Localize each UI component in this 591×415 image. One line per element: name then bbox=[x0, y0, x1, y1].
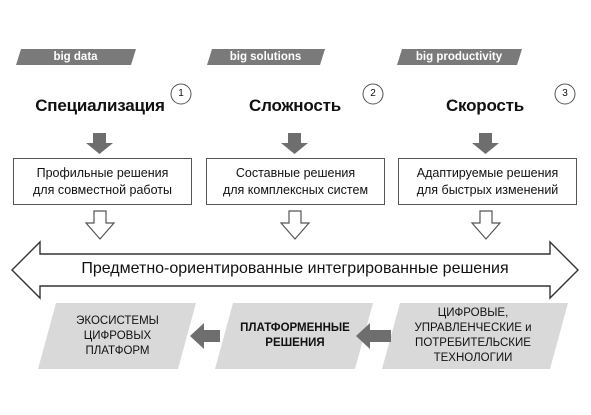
platform-solutions-label: ПЛАТФОРМЕННЫЕ РЕШЕНИЯ bbox=[225, 303, 365, 369]
tag-shape-big-data bbox=[16, 49, 136, 65]
number-circle-1 bbox=[170, 83, 192, 105]
number-circle-2 bbox=[362, 83, 384, 105]
down-arrow-outline-2 bbox=[279, 210, 311, 240]
banner-double-arrow bbox=[11, 240, 579, 300]
solution-box-1: Профильные решения для совместной работы bbox=[13, 158, 192, 205]
parallelogram-middle bbox=[215, 303, 373, 369]
ecosystems-label: ЭКОСИСТЕМЫ ЦИФРОВЫХ ПЛАТФОРМ bbox=[55, 303, 180, 369]
tag-label-big-data: big data bbox=[53, 51, 98, 63]
parallelogram-left bbox=[38, 303, 196, 369]
platform-solutions-line-2: РЕШЕНИЯ bbox=[265, 337, 325, 349]
left-arrow-1 bbox=[190, 323, 220, 349]
tag-shape-big-solutions bbox=[207, 49, 325, 65]
left-arrow-2 bbox=[356, 323, 391, 349]
number-circle-3 bbox=[554, 83, 576, 105]
down-arrow-outline-1 bbox=[84, 210, 116, 240]
technologies-line-1: ЦИФРОВЫЕ, bbox=[437, 307, 509, 319]
tag-label-big-solutions: big solutions bbox=[229, 51, 302, 63]
technologies-label: ЦИФРОВЫЕ, УПРАВЛЕНЧЕСКИЕ и ПОТРЕБИТЕЛЬСК… bbox=[398, 303, 548, 369]
solution-box-2-line-2: для комплексных систем bbox=[222, 182, 369, 197]
column-number-1: 1 bbox=[178, 88, 184, 99]
technologies-line-4: ТЕХНОЛОГИИ bbox=[433, 352, 513, 364]
column-number-3: 3 bbox=[562, 88, 568, 99]
parallelogram-right bbox=[382, 303, 568, 369]
solution-box-1-line-1: Профильные решения bbox=[36, 165, 169, 180]
down-arrow-outline-3 bbox=[470, 210, 502, 240]
solution-box-2: Составные решения для комплексных систем bbox=[206, 158, 385, 205]
column-title-complexity: Сложность bbox=[249, 96, 341, 115]
technologies-line-3: ПОТРЕБИТЕЛЬСКИЕ bbox=[415, 337, 531, 349]
ecosystems-line-1: ЭКОСИСТЕМЫ bbox=[76, 314, 159, 327]
solution-box-3: Адаптируемые решения для быстрых изменен… bbox=[398, 158, 577, 205]
column-number-2: 2 bbox=[370, 88, 376, 99]
tag-shape-big-productivity bbox=[397, 49, 522, 65]
column-title-speed: Скорость bbox=[445, 96, 525, 115]
tag-label-big-productivity: big productivity bbox=[415, 51, 503, 63]
down-arrow-dark-1 bbox=[86, 133, 113, 154]
solution-box-2-line-1: Составные решения bbox=[235, 165, 356, 180]
ecosystems-line-3: ПЛАТФОРМ bbox=[85, 344, 150, 357]
banner-label: Предметно-ориентированные интегрированны… bbox=[81, 260, 509, 277]
ecosystems-line-2: ЦИФРОВЫХ bbox=[83, 329, 152, 342]
solution-box-1-line-2: для совместной работы bbox=[33, 182, 172, 197]
solution-box-3-line-2: для быстрых изменений bbox=[416, 182, 559, 197]
technologies-line-2: УПРАВЛЕНЧЕСКИЕ и bbox=[414, 322, 532, 334]
down-arrow-dark-2 bbox=[281, 133, 308, 154]
solution-box-3-line-1: Адаптируемые решения bbox=[416, 165, 559, 180]
column-title-specialization: Специализация bbox=[35, 96, 165, 115]
down-arrow-dark-3 bbox=[472, 133, 499, 154]
platform-solutions-line-1: ПЛАТФОРМЕННЫЕ bbox=[240, 322, 350, 334]
